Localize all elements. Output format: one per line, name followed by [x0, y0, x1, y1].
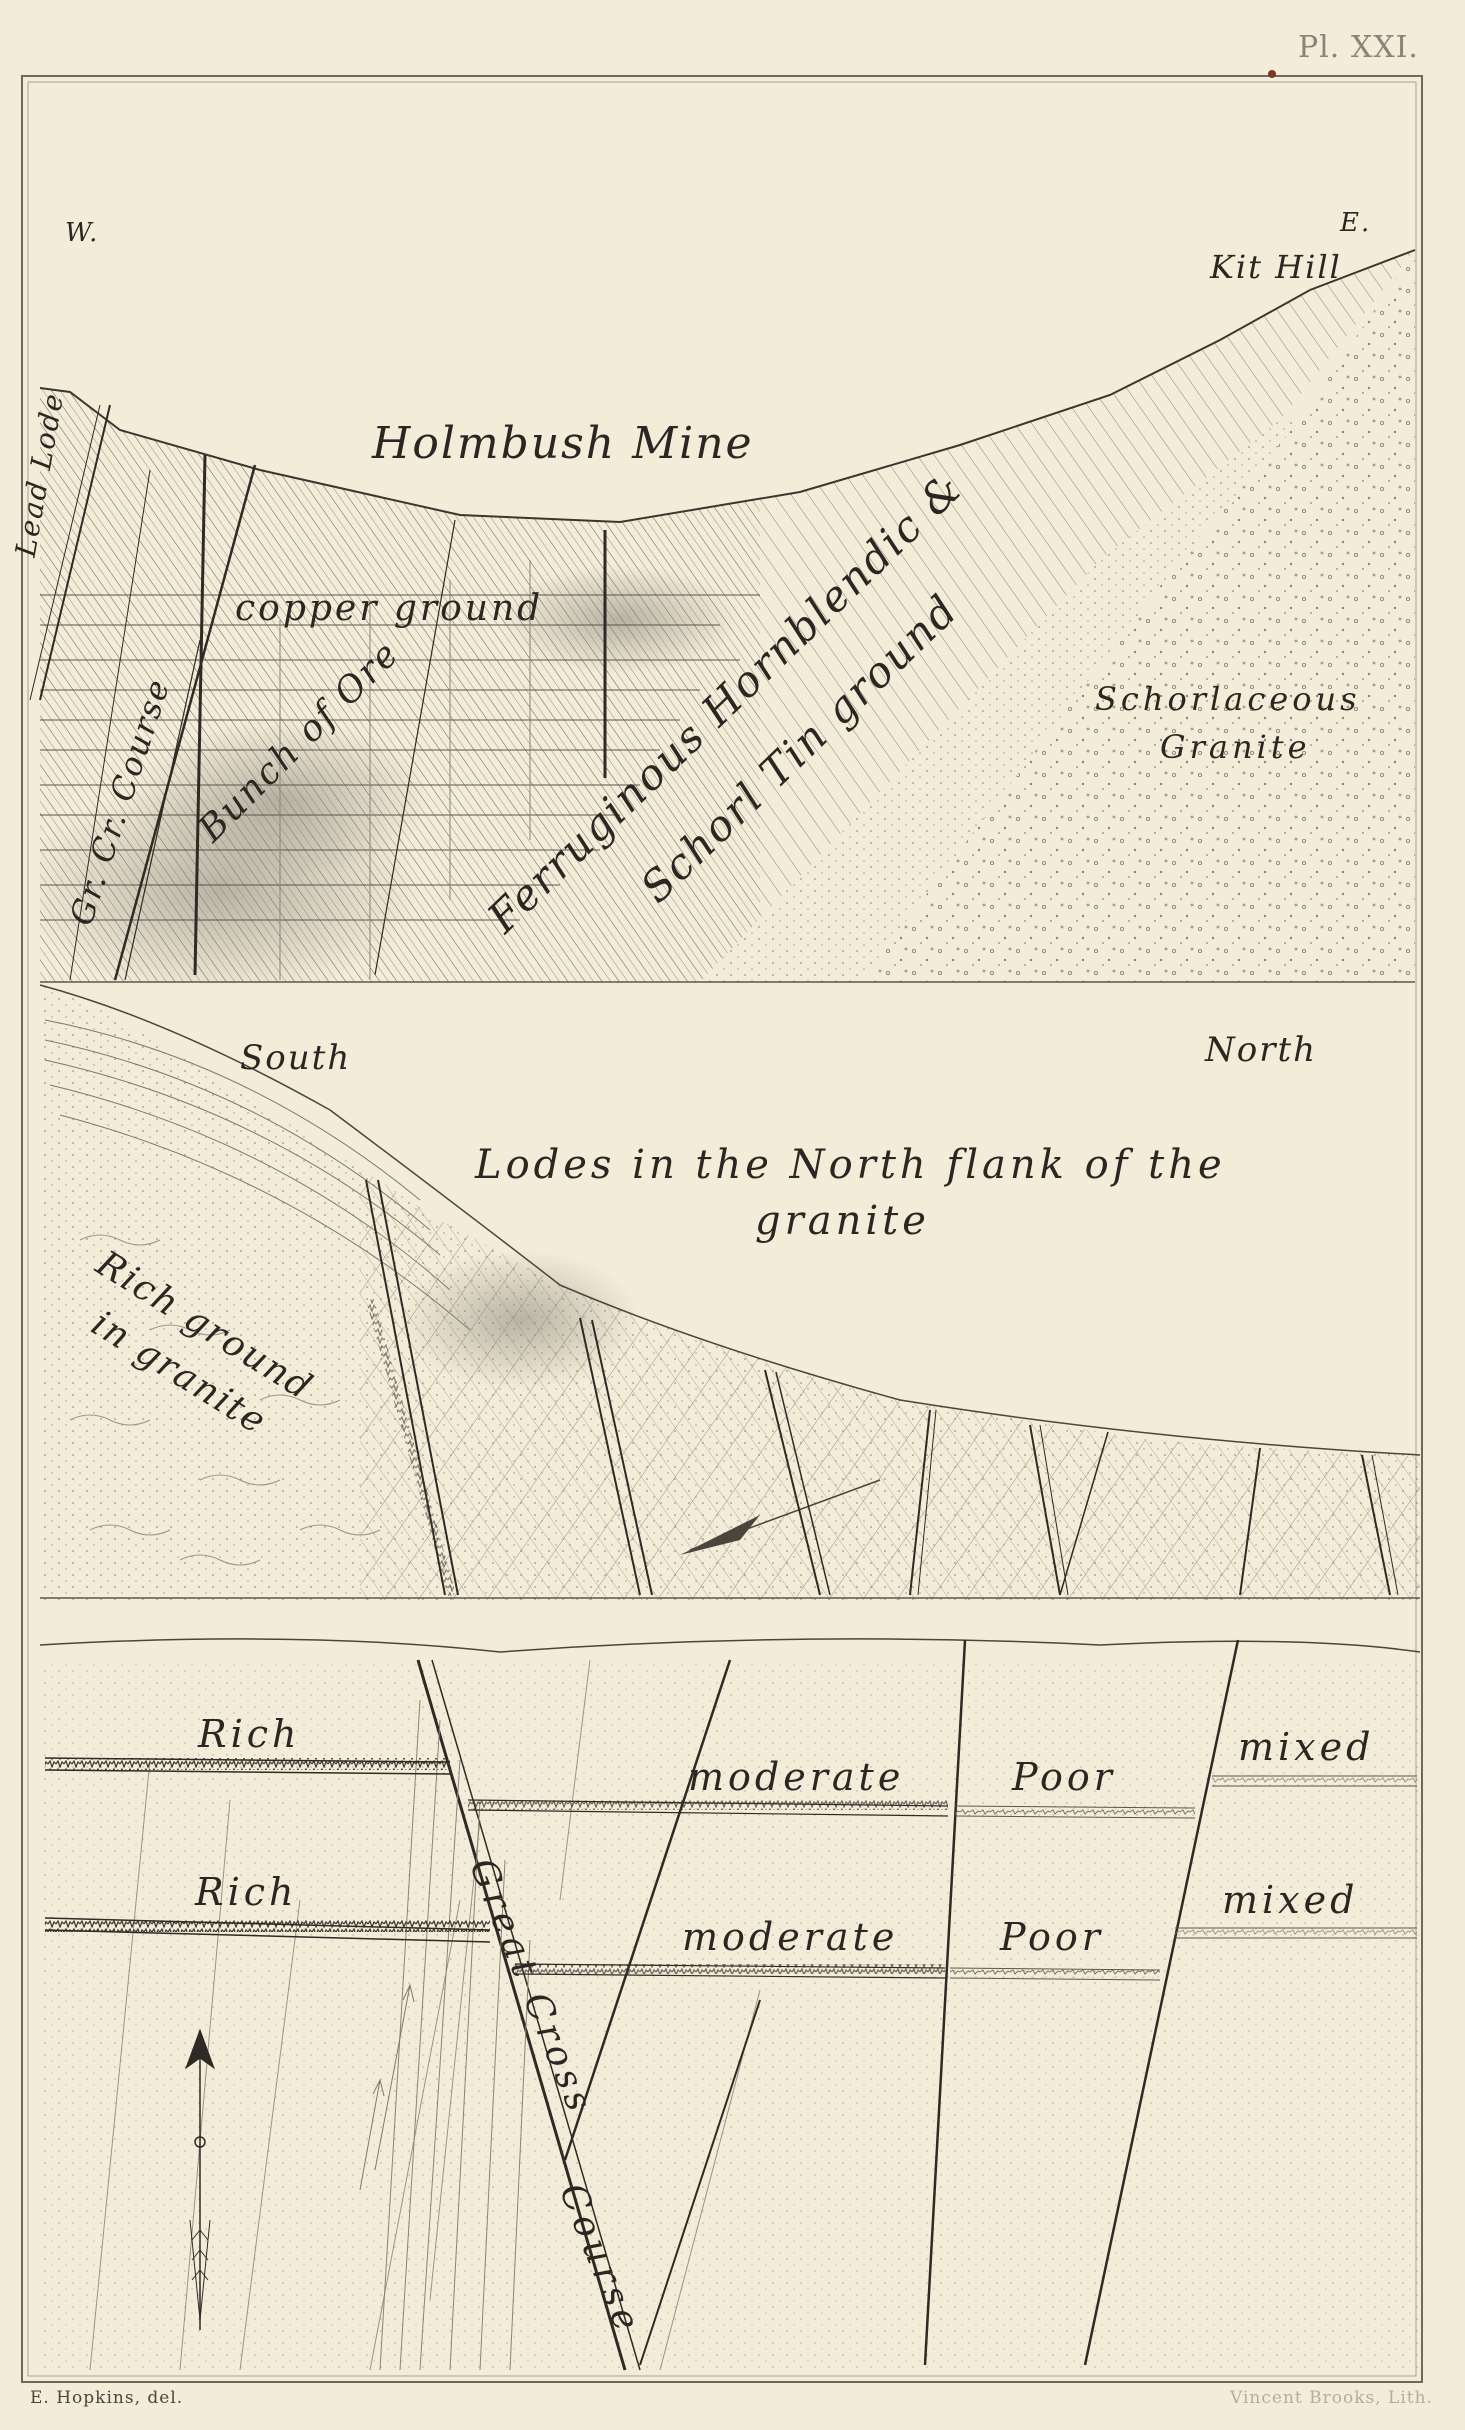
- ink-spot: [1268, 70, 1276, 78]
- label-east: E.: [1340, 208, 1372, 238]
- surface-profile-1: [39, 249, 1416, 524]
- label-moderate-1: moderate: [688, 1755, 905, 1799]
- label-south: South: [240, 1038, 352, 1078]
- lodes-section-2: [365, 1179, 1399, 1597]
- label-poor-2: Poor: [1000, 1915, 1104, 1959]
- label-holmbush-mine: Holmbush Mine: [372, 418, 754, 469]
- label-granite-1: Granite: [1160, 728, 1311, 766]
- section-north-flank: [40, 985, 1420, 1600]
- credit-left: E. Hopkins, del.: [30, 2388, 184, 2408]
- north-arrow: [184, 2028, 216, 2330]
- plate-frame: [21, 75, 1423, 2383]
- label-west: W.: [65, 218, 100, 248]
- section-holmbush: [40, 250, 1415, 982]
- label-mixed-1: mixed: [1238, 1725, 1375, 1769]
- label-schorlaceous: Schorlaceous: [1095, 680, 1361, 718]
- plate-number: Pl. XXI.: [1298, 30, 1419, 65]
- label-kit-hill: Kit Hill: [1210, 248, 1342, 286]
- surface-profile-2: [39, 984, 1421, 1456]
- lodes-section-1: [29, 404, 607, 981]
- label-poor-1: Poor: [1012, 1755, 1116, 1799]
- credit-right: Vincent Brooks, Lith.: [1230, 2388, 1433, 2408]
- label-lodes-title-2: granite: [755, 1198, 930, 1244]
- section-plan: [39, 1638, 1421, 2371]
- label-north: North: [1205, 1030, 1318, 1070]
- label-moderate-2: moderate: [682, 1915, 899, 1959]
- label-rich-1: Rich: [198, 1712, 301, 1756]
- label-lodes-title: Lodes in the North flank of the: [475, 1142, 1226, 1188]
- label-copper-ground: copper ground: [235, 588, 544, 629]
- label-rich-2: Rich: [195, 1870, 298, 1914]
- label-mixed-2: mixed: [1222, 1878, 1359, 1922]
